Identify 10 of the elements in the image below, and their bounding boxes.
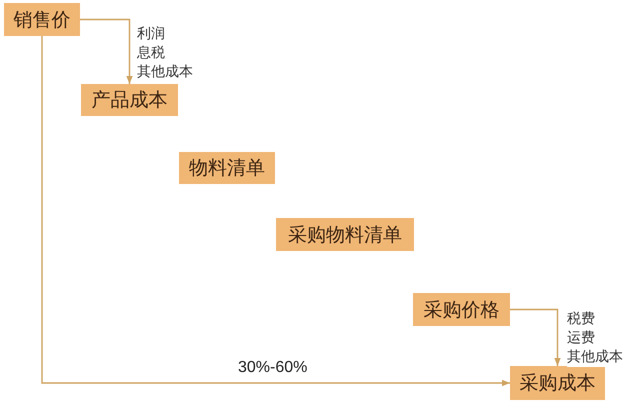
process-box: 采购价格 xyxy=(413,293,510,326)
process-box: 物料清单 xyxy=(179,152,275,184)
process-box: 采购物料清单 xyxy=(276,218,414,251)
process-box: 采购成本 xyxy=(510,366,605,400)
edge-label: 税费运费其他成本 xyxy=(567,310,623,367)
arrow xyxy=(80,18,133,84)
process-box: 销售价 xyxy=(4,3,80,36)
arrow xyxy=(510,308,561,366)
process-box: 产品成本 xyxy=(81,84,178,116)
arrow xyxy=(41,36,510,386)
